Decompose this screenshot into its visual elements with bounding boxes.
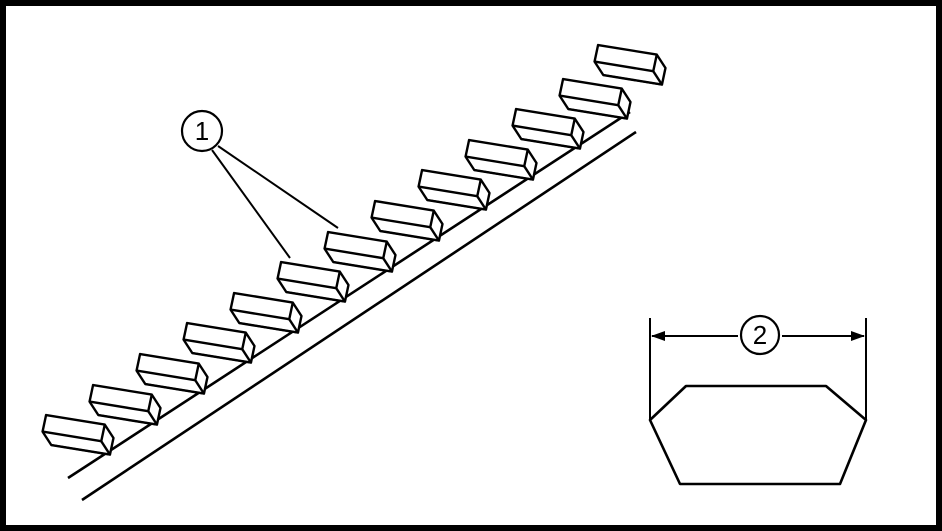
tooth-cross-section	[648, 384, 868, 486]
callout-1: 1	[180, 109, 339, 259]
width-dimension: 2	[649, 314, 867, 420]
callout-1-label: 1	[195, 116, 209, 146]
belt-base	[67, 110, 637, 502]
callout-2-label: 2	[753, 320, 767, 350]
